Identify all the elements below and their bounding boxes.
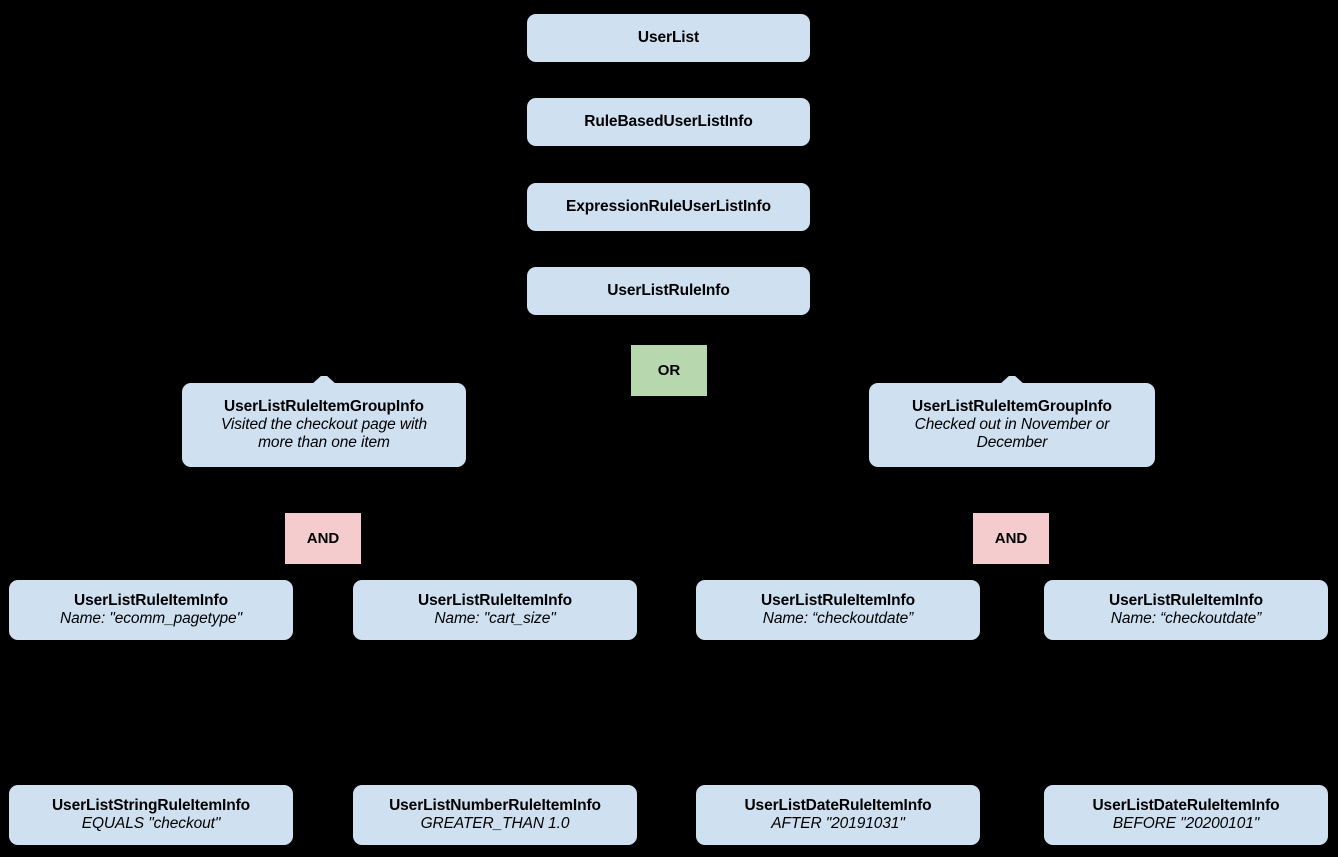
node-title: UserList <box>637 29 700 47</box>
node-subtitle-line2: more than one item <box>258 433 390 451</box>
node-title: UserListRuleItemInfo <box>74 592 228 610</box>
node-user-list-rule-info[interactable]: UserListRuleInfo <box>527 267 810 315</box>
node-string-rule-item-equals-checkout[interactable]: UserListStringRuleItemInfo EQUALS "check… <box>9 785 293 845</box>
node-title: RuleBasedUserListInfo <box>584 113 753 131</box>
node-user-list-rule-item-group-info-right[interactable]: UserListRuleItemGroupInfo Checked out in… <box>869 376 1155 467</box>
node-title: UserListDateRuleItemInfo <box>744 797 932 815</box>
node-subtitle-line1: Visited the checkout page with <box>220 416 428 434</box>
node-rule-item-checkoutdate-before[interactable]: UserListRuleItemInfo Name: “checkoutdate… <box>1044 580 1328 640</box>
node-title: UserListStringRuleItemInfo <box>51 797 251 815</box>
node-title: UserListDateRuleItemInfo <box>1092 797 1280 815</box>
node-rule-item-checkoutdate-after[interactable]: UserListRuleItemInfo Name: “checkoutdate… <box>696 580 980 640</box>
operator-label: AND <box>306 530 340 547</box>
node-subtitle: Name: “checkoutdate” <box>762 610 914 627</box>
node-title: UserListRuleInfo <box>607 282 730 300</box>
node-title: UserListRuleItemInfo <box>418 592 572 610</box>
connector-tab-icon <box>999 376 1025 385</box>
node-rule-item-ecomm-pagetype[interactable]: UserListRuleItemInfo Name: "ecomm_pagety… <box>9 580 293 640</box>
connector-tab-icon <box>311 376 337 385</box>
node-date-rule-item-after[interactable]: UserListDateRuleItemInfo AFTER "20191031… <box>696 785 980 845</box>
operator-label: OR <box>657 362 681 379</box>
node-subtitle: Name: "ecomm_pagetype" <box>60 610 242 627</box>
node-date-rule-item-before[interactable]: UserListDateRuleItemInfo BEFORE "2020010… <box>1044 785 1328 845</box>
operator-label: AND <box>994 530 1028 547</box>
node-subtitle: Name: “checkoutdate” <box>1110 610 1262 627</box>
operator-badge-and-left[interactable]: AND <box>285 513 361 564</box>
node-title: UserListRuleItemInfo <box>1109 592 1263 610</box>
node-number-rule-item-greater-than[interactable]: UserListNumberRuleItemInfo GREATER_THAN … <box>353 785 637 845</box>
node-subtitle: GREATER_THAN 1.0 <box>420 815 570 832</box>
node-subtitle: EQUALS "checkout" <box>81 815 221 832</box>
node-rule-based-user-list-info[interactable]: RuleBasedUserListInfo <box>527 98 810 146</box>
operator-badge-or[interactable]: OR <box>631 345 707 396</box>
node-title: UserListNumberRuleItemInfo <box>389 797 601 815</box>
node-expression-rule-user-list-info[interactable]: ExpressionRuleUserListInfo <box>527 183 810 231</box>
node-rule-item-cart-size[interactable]: UserListRuleItemInfo Name: "cart_size" <box>353 580 637 640</box>
node-title: UserListRuleItemGroupInfo <box>912 398 1112 416</box>
node-subtitle: Name: "cart_size" <box>434 610 556 627</box>
node-subtitle: AFTER "20191031" <box>771 815 905 832</box>
node-title: ExpressionRuleUserListInfo <box>566 198 771 216</box>
node-title: UserListRuleItemGroupInfo <box>224 398 424 416</box>
node-title: UserListRuleItemInfo <box>761 592 915 610</box>
node-user-list[interactable]: UserList <box>527 14 810 62</box>
node-subtitle-line1: Checked out in November or <box>914 416 1110 434</box>
node-subtitle: BEFORE "20200101" <box>1112 815 1260 832</box>
operator-badge-and-right[interactable]: AND <box>973 513 1049 564</box>
node-user-list-rule-item-group-info-left[interactable]: UserListRuleItemGroupInfo Visited the ch… <box>182 376 466 467</box>
node-subtitle-line2: December <box>976 433 1048 451</box>
